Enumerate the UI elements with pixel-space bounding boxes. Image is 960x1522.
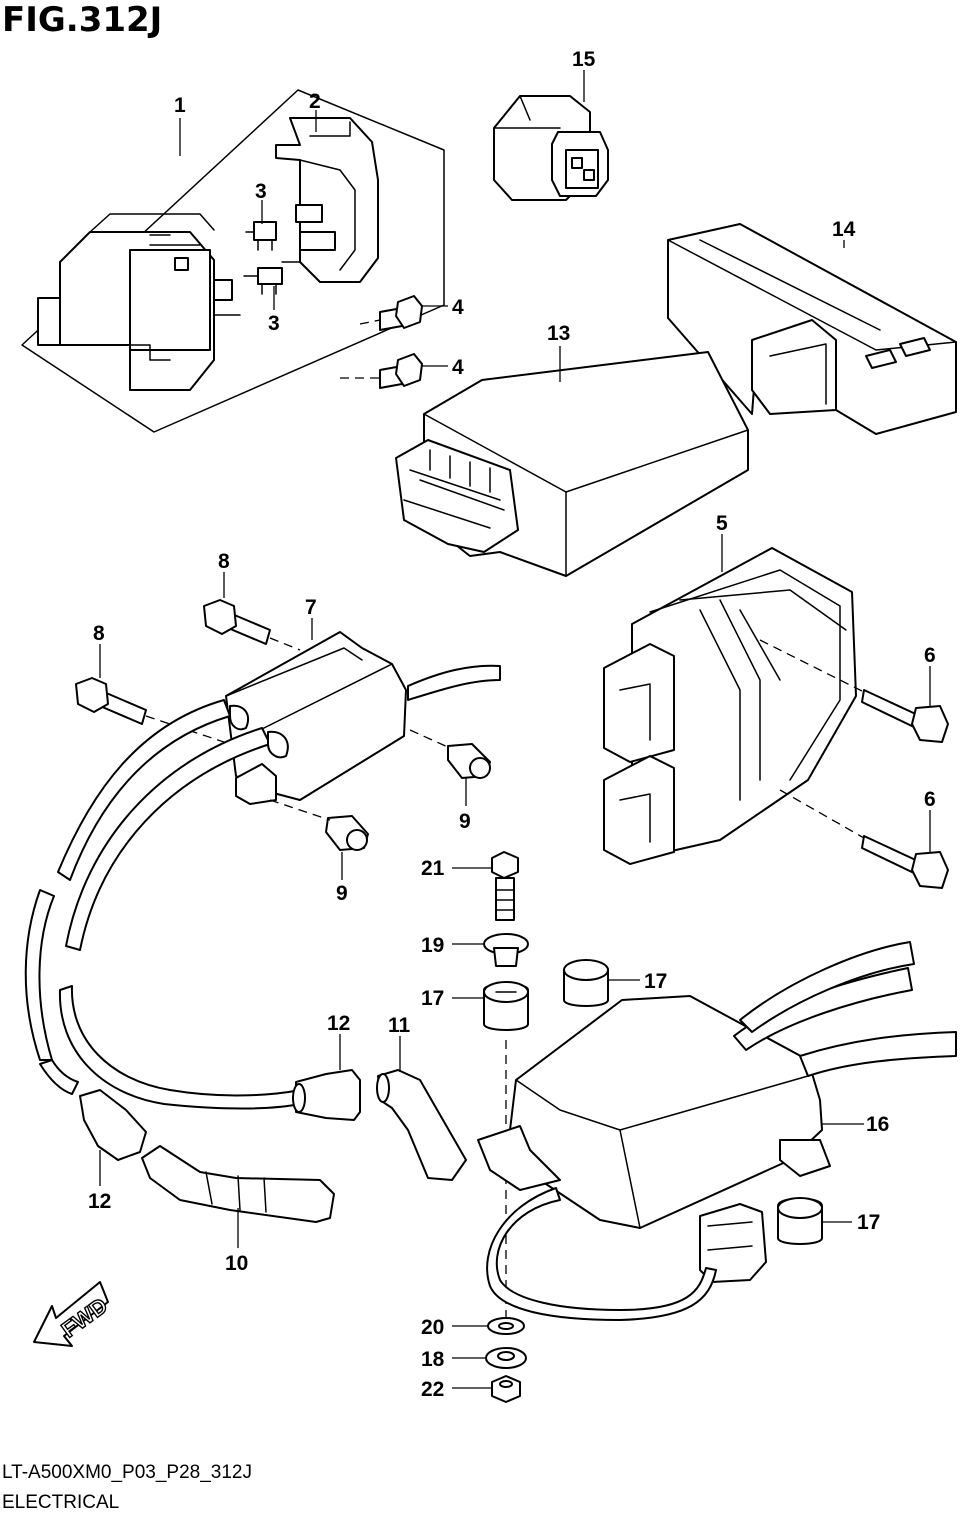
callout-7: 7 [305, 596, 317, 619]
callout-6-lower: 6 [924, 788, 936, 811]
collar-19[interactable] [483, 933, 529, 967]
fuse-lower[interactable] [243, 267, 283, 295]
callout-21: 21 [421, 857, 445, 880]
nut-22[interactable] [491, 1375, 521, 1403]
grommet-17-right[interactable] [777, 1197, 823, 1245]
callout-18: 18 [421, 1348, 445, 1371]
bolt-8-upper[interactable] [203, 599, 301, 651]
bolt-8-lower[interactable] [75, 677, 231, 745]
washer-20[interactable] [487, 1317, 525, 1335]
callout-15: 15 [572, 48, 596, 71]
section-name: ELECTRICAL [2, 1492, 120, 1513]
screw-4-upper[interactable] [359, 295, 423, 331]
callout-6-upper: 6 [924, 644, 936, 667]
callout-3-lower: 3 [268, 312, 280, 335]
plug-cap-11[interactable] [376, 1069, 467, 1181]
callout-8-lower: 8 [93, 622, 105, 645]
callout-16: 16 [866, 1113, 889, 1136]
screw-4-lower[interactable] [340, 353, 423, 389]
callout-17-right: 17 [857, 1211, 880, 1234]
callout-14: 14 [832, 218, 856, 241]
ecm-13[interactable] [395, 351, 749, 577]
callout-10: 10 [225, 1252, 248, 1275]
bushing-9-upper[interactable] [409, 729, 491, 779]
callout-8-upper: 8 [218, 550, 230, 573]
callout-17-upper: 17 [644, 970, 667, 993]
callout-4-upper: 4 [452, 296, 464, 319]
grommet-17-left[interactable] [483, 981, 529, 1031]
callout-11: 11 [388, 1014, 411, 1037]
callout-5: 5 [716, 512, 728, 535]
plug-cap-10[interactable] [141, 1145, 335, 1223]
starter-relay[interactable] [37, 213, 241, 391]
callout-17-left: 17 [421, 987, 444, 1010]
callout-3-upper: 3 [255, 180, 267, 203]
callout-2: 2 [309, 90, 321, 113]
module-16[interactable] [477, 941, 957, 1321]
callout-13: 13 [547, 322, 570, 345]
callout-22: 22 [421, 1378, 444, 1401]
high-tension-cord-a[interactable] [24, 699, 249, 1095]
connector-15[interactable] [493, 95, 609, 201]
drawing-code: LT-A500XM0_P03_P28_312J [2, 1462, 252, 1483]
part-1-assembly-box [21, 89, 445, 433]
callout-4-lower: 4 [452, 356, 464, 379]
bolt-6-lower[interactable] [779, 789, 949, 889]
fuse-upper[interactable] [245, 221, 277, 251]
fwd-direction-arrow: FWD [33, 1281, 113, 1347]
washer-18[interactable] [485, 1347, 527, 1369]
bracket-cover-14[interactable] [667, 223, 957, 435]
boot-12-lower[interactable] [79, 1089, 147, 1161]
callout-12-upper: 12 [327, 1012, 350, 1035]
relay-cover[interactable] [275, 117, 379, 283]
callout-9-lower: 9 [336, 882, 348, 905]
callout-12-lower: 12 [88, 1190, 111, 1213]
callout-1: 1 [174, 94, 186, 117]
leader-lines [99, 70, 931, 1389]
grommet-17-upper[interactable] [563, 959, 609, 1007]
figure-title: FIG.312J [2, 0, 163, 40]
bolt-6-upper[interactable] [759, 639, 949, 743]
boot-12-upper[interactable] [292, 1069, 361, 1121]
bushing-9-lower[interactable] [269, 799, 369, 851]
callout-numbers: 1 2 3 3 4 4 15 14 13 5 6 6 7 8 8 9 9 21 … [88, 48, 936, 1401]
callout-19: 19 [421, 934, 444, 957]
ignition-coil-7[interactable] [225, 631, 501, 805]
regulator-rectifier-5[interactable] [603, 547, 857, 865]
callout-9-upper: 9 [459, 810, 471, 833]
callout-20: 20 [421, 1316, 444, 1339]
bolt-21[interactable] [491, 851, 519, 921]
